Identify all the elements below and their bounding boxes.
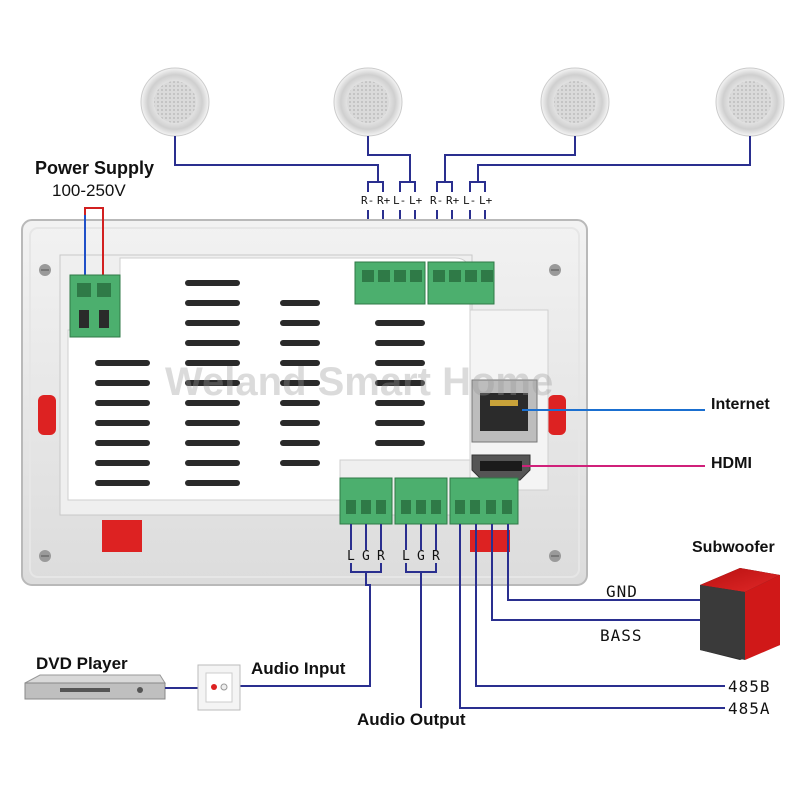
ceiling-speaker-2 [333, 67, 403, 137]
ceiling-speaker-1 [140, 67, 210, 137]
speaker-pin-label: R+ [446, 194, 460, 207]
bass-label: BASS [600, 626, 643, 645]
ceiling-speaker-4 [715, 67, 785, 137]
ceiling-speaker-3 [540, 67, 610, 137]
internet-label: Internet [711, 396, 770, 413]
rs485a-label: 485A [728, 699, 771, 718]
audio-input-terminal [339, 477, 393, 525]
speaker-pin-label: R- [430, 194, 444, 207]
speaker-pin-label: L- [463, 194, 477, 207]
hdmi-port [471, 454, 531, 481]
subwoofer-485-terminal [449, 477, 519, 525]
audio-output-pin-label: L [402, 549, 410, 564]
gnd-label: GND [606, 582, 638, 601]
audio-output-terminal [394, 477, 448, 525]
power-voltage-label: 100-250V [52, 181, 126, 200]
speaker-pin-label: L+ [409, 194, 423, 207]
speaker-pin-label: R- [361, 194, 375, 207]
audio-input-pin-label: L [347, 549, 355, 564]
bottom-wires [240, 524, 725, 709]
rs485b-label: 485B [728, 677, 771, 696]
speaker-pin-label: L+ [479, 194, 493, 207]
audio-input-wall-jack [197, 664, 241, 711]
speaker-pin-label: R+ [377, 194, 391, 207]
speaker-terminal-block [354, 261, 495, 305]
audio-input-pin-label: R [377, 549, 385, 564]
watermark-text: Weland Smart Home [165, 360, 553, 404]
speaker-pin-label: L- [393, 194, 407, 207]
audio-input-pin-label: G [362, 549, 370, 564]
dvd-player-label: DVD Player [36, 654, 128, 673]
audio-output-pin-label: R [432, 549, 440, 564]
audio-output-label: Audio Output [357, 710, 466, 729]
power-supply-label: Power Supply [35, 158, 155, 178]
hdmi-label: HDMI [711, 455, 752, 472]
subwoofer [700, 568, 780, 660]
dvd-player [24, 674, 166, 700]
power-terminal [69, 207, 121, 338]
subwoofer-label: Subwoofer [692, 539, 775, 556]
audio-input-label: Audio Input [251, 659, 346, 678]
audio-output-pin-label: G [417, 549, 425, 564]
